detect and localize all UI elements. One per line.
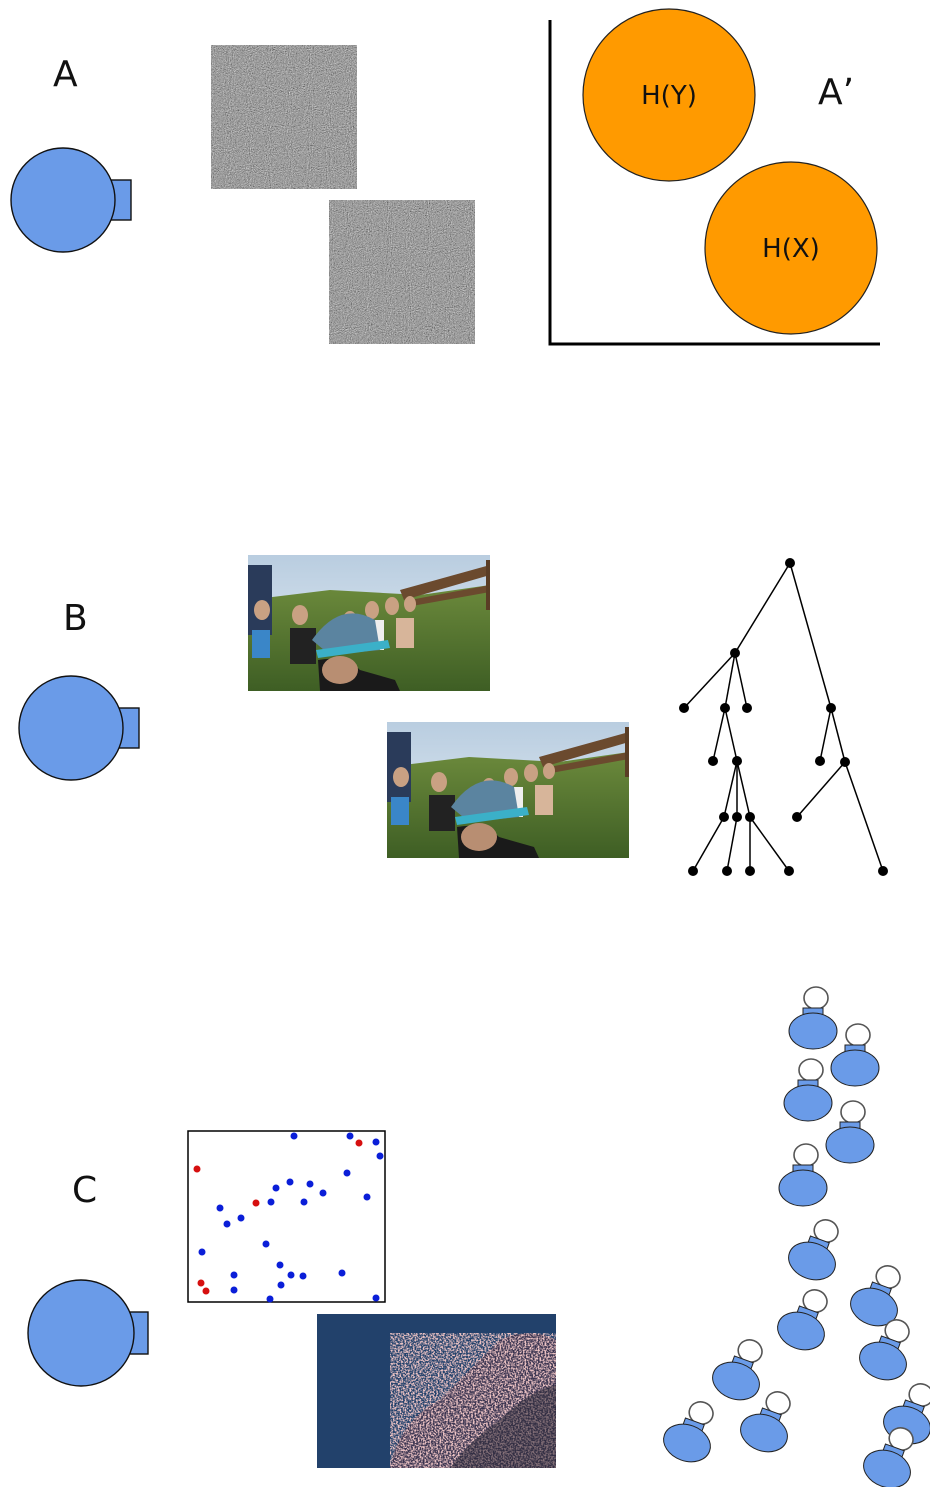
flask-node-icon — [788, 1219, 839, 1281]
agent-a — [10, 147, 132, 253]
panel-b-label: B — [63, 598, 88, 639]
entropy-axes — [548, 20, 880, 346]
swarm-image — [317, 1314, 556, 1468]
flask-node-icon — [777, 1289, 828, 1351]
panel-a-label: A — [53, 54, 78, 95]
flask-node-icon — [830, 1023, 880, 1087]
noise-image-bottom — [329, 200, 475, 344]
hierarchy-tree — [683, 562, 884, 872]
agent-c-flask-icon — [27, 1279, 135, 1387]
flask-node-icon — [850, 1265, 901, 1327]
flask-node-tree — [663, 986, 930, 1487]
entropy-y-label: H(Y) — [641, 81, 697, 111]
flask-node-icon — [859, 1319, 910, 1381]
crowd-photo-bottom — [387, 722, 629, 858]
agent-c — [27, 1279, 149, 1387]
crowd-photo-top — [248, 555, 490, 691]
flask-node-icon — [712, 1339, 763, 1401]
flask-node-icon — [778, 1143, 828, 1207]
agent-a-flask-icon — [10, 147, 116, 253]
agent-b — [18, 675, 140, 781]
flask-node-icon — [863, 1427, 914, 1487]
flask-node-icon — [783, 1058, 833, 1122]
entropy-y-circle — [582, 8, 756, 182]
hierarchy-tree-nodes — [679, 558, 888, 876]
noise-image-top — [211, 45, 357, 189]
panel-a-prime-label: A’ — [818, 72, 854, 113]
flask-node-icon — [788, 986, 838, 1050]
entropy-x-label: H(X) — [762, 234, 820, 264]
entropy-plot: H(Y) H(X) — [548, 8, 880, 346]
agent-b-flask-icon — [18, 675, 124, 781]
panel-c-label: C — [72, 1170, 97, 1211]
particle-scatter — [187, 1130, 386, 1303]
entropy-x-circle — [704, 161, 878, 335]
flask-node-icon — [740, 1391, 791, 1453]
flask-node-icon — [663, 1401, 714, 1463]
flask-node-icon — [825, 1100, 875, 1164]
